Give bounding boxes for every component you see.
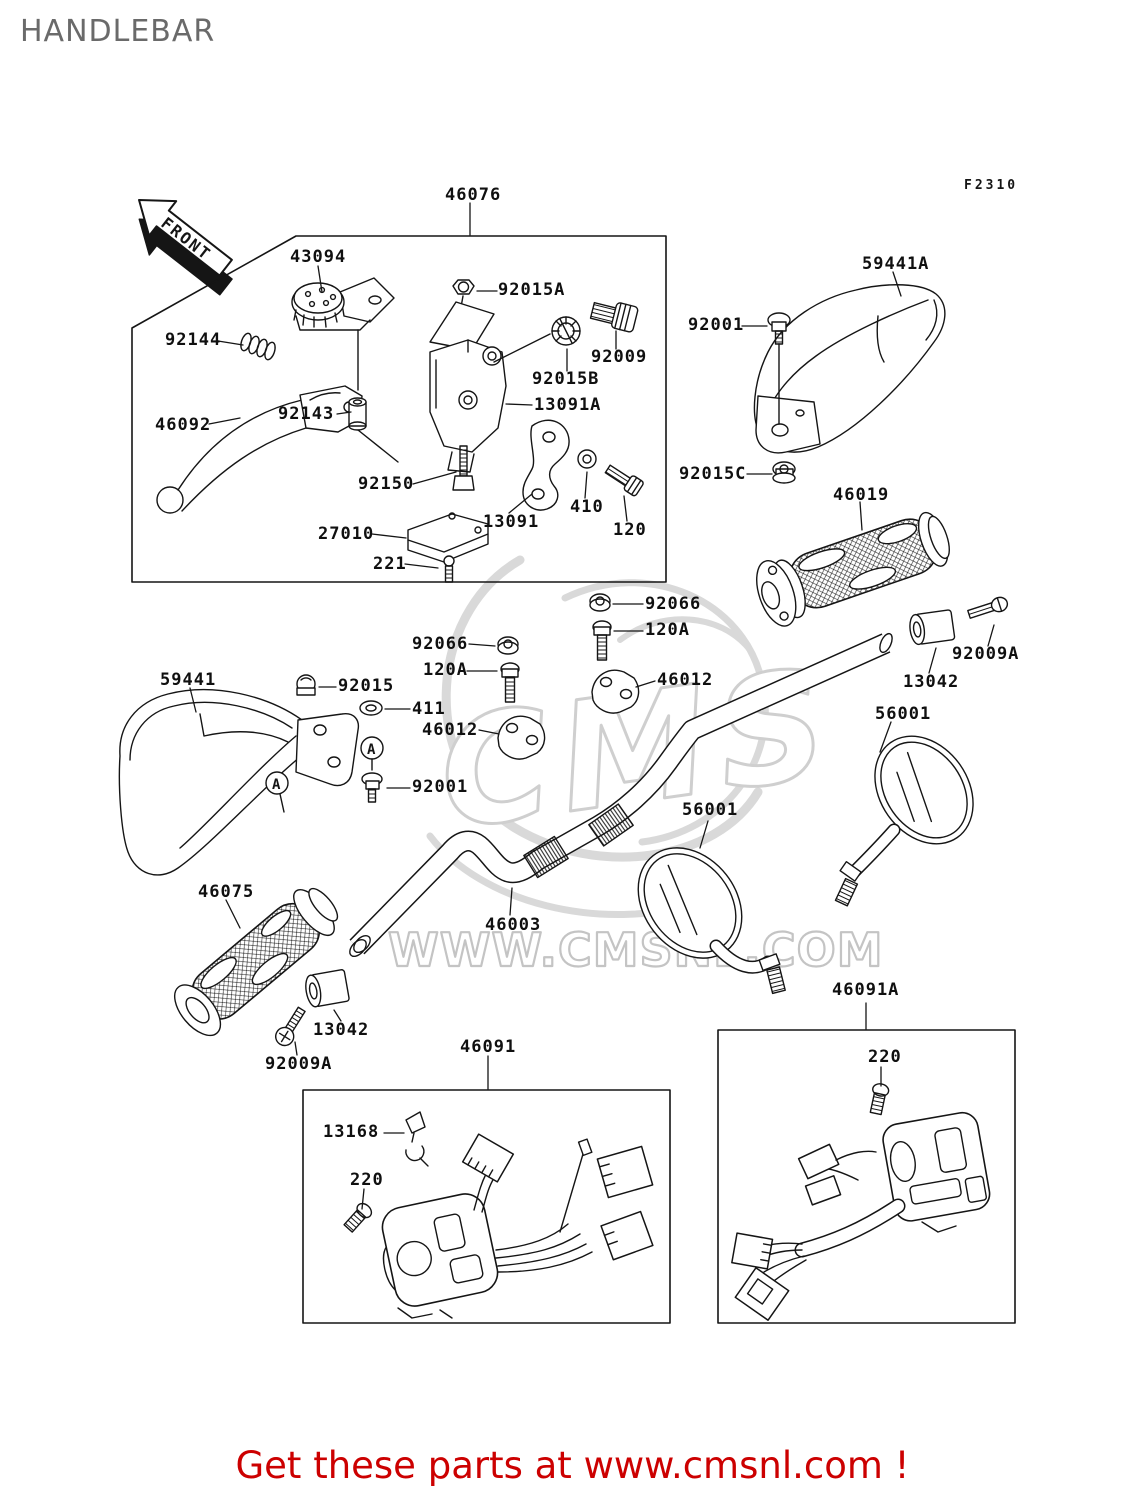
- part-drawing-92009-adjuster-screw: [589, 301, 639, 333]
- part-drawing-92066-nut-right: [589, 593, 611, 612]
- annotation-circle-a-1: A: [360, 736, 384, 771]
- part-drawing-13042-spacer-right: [909, 609, 956, 646]
- svg-text:A: A: [367, 742, 376, 758]
- figure-code: F2310: [964, 178, 1019, 193]
- part-drawing-46003-handlebar: [349, 632, 893, 958]
- part-drawing-27010-switch: [407, 512, 489, 563]
- page-title: HANDLEBAR: [20, 14, 216, 49]
- leader-lines: [189, 202, 995, 1210]
- cms-watermark: CMS WWW.CMSNL.COM: [387, 555, 884, 978]
- part-drawing-13042-spacer-left: [305, 969, 350, 1008]
- part-drawing-120A-bolt-right: [592, 620, 612, 661]
- assembly-box-46091A: [717, 1029, 1016, 1324]
- part-drawing-56001-mirror-left: [637, 847, 786, 995]
- part-drawing-220-screw-right: [869, 1083, 890, 1116]
- part-drawing-46019-grip: [756, 511, 950, 627]
- part-drawing-92015C-nut: [772, 461, 796, 484]
- part-drawing-92001-bolt-left: [361, 772, 383, 803]
- part-drawing-13091-clamp: [522, 419, 570, 511]
- part-drawing-13091A-master-cylinder: [429, 301, 551, 473]
- assembly-box-46076: [131, 235, 667, 583]
- front-arrow: FRONT: [138, 198, 233, 296]
- part-drawing-92015-acorn-nut: [296, 674, 316, 696]
- part-drawing-59441-handguard: [118, 688, 360, 876]
- annotation-circle-a-2: A: [265, 771, 289, 813]
- part-drawing-46091A-switch: [731, 1111, 991, 1321]
- part-drawing-92066-nut-left: [497, 636, 519, 655]
- part-drawing-46012-clamp-right: [591, 669, 640, 714]
- part-drawing-411-washer: [359, 700, 383, 716]
- part-drawing-92015B-locknut: [551, 316, 581, 346]
- part-drawing-46012-clamp-left: [497, 715, 546, 760]
- assembly-box-46091: [302, 1089, 671, 1324]
- part-drawing-92143-bushing: [348, 397, 399, 463]
- footer-cmsnl-link[interactable]: Get these parts at www.cmsnl.com !: [235, 1444, 910, 1487]
- part-drawing-43094-adjuster: [291, 277, 395, 391]
- part-drawing-92150-screw: [452, 445, 475, 491]
- part-drawing-13168-clip: [405, 1111, 429, 1167]
- part-drawing-56001-mirror-right: [834, 735, 974, 907]
- part-drawing-46091-switch: [381, 1133, 654, 1319]
- part-drawing-59441A-handguard: [753, 284, 946, 454]
- part-drawing-410-washer: [577, 449, 597, 469]
- part-drawing-92144-spring: [240, 332, 276, 361]
- part-drawing-120A-bolt-left: [500, 662, 520, 703]
- part-drawing-92001-bolt-right: [767, 312, 791, 425]
- part-drawing-92009A-screw-left: [275, 1006, 306, 1047]
- part-drawing-92009A-screw-right: [967, 596, 1009, 619]
- part-drawing-46092-lever: [156, 385, 363, 514]
- watermark-url-text: WWW.CMSNL.COM: [388, 923, 884, 977]
- svg-text:A: A: [272, 777, 281, 793]
- part-drawing-120-bolt: [604, 464, 644, 497]
- part-drawing-221-screw: [443, 555, 455, 583]
- part-drawing-220-screw-left: [343, 1202, 373, 1233]
- part-drawing-46075-grip: [173, 887, 339, 1037]
